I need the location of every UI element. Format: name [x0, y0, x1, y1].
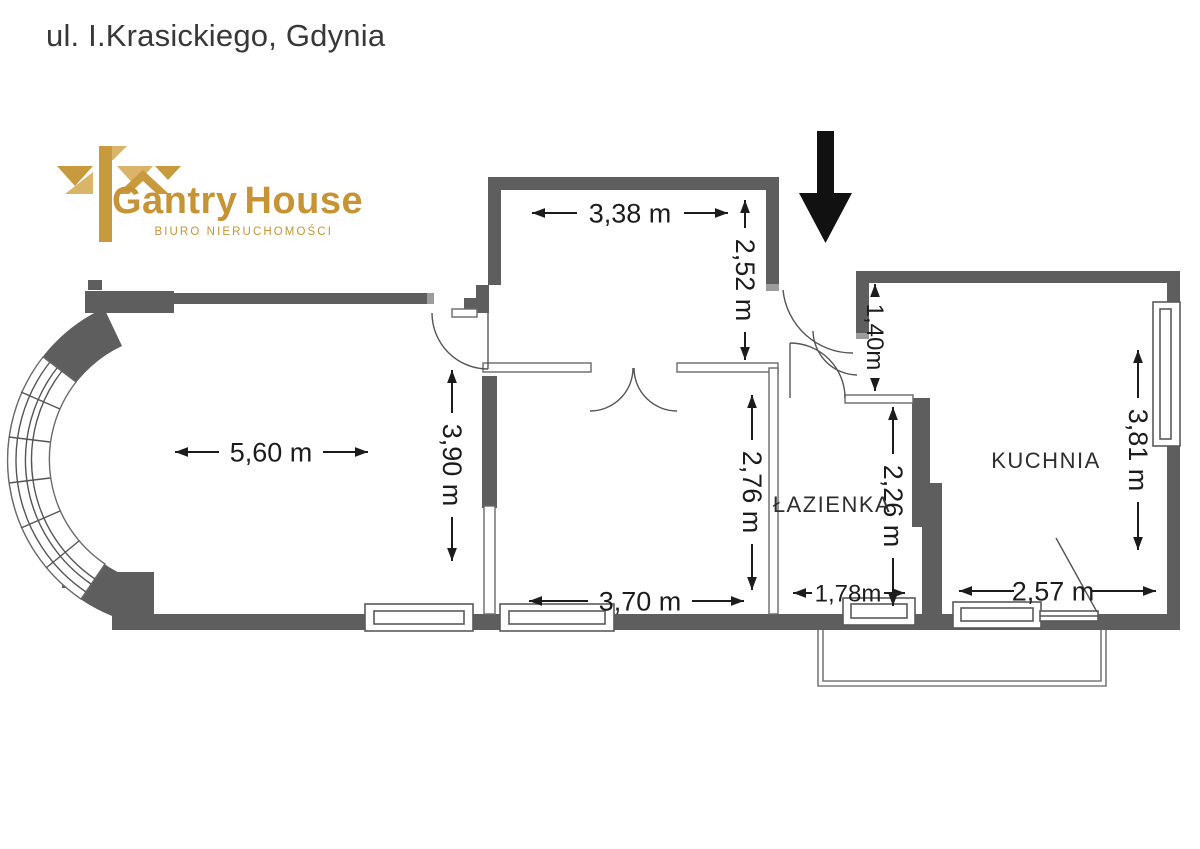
wall-notch: [88, 280, 102, 290]
window-middle-room: [499, 603, 615, 632]
dim-hall-depth: 2,52 m: [730, 239, 760, 322]
wall-segment: [476, 285, 489, 313]
page-title: ul. I.Krasickiego, Gdynia: [46, 18, 386, 53]
partition: [482, 362, 592, 373]
wall-segment: [85, 291, 174, 313]
dim-bathroom-width: 1,78m: [815, 581, 882, 608]
door-bathroom: [789, 342, 846, 399]
door-double-middle: [589, 367, 678, 412]
window-bathroom: [842, 597, 916, 626]
wall-segment: [172, 293, 434, 304]
door-balcony-leaf: [1055, 537, 1098, 613]
partition-walls: [451, 308, 914, 615]
balcony: [817, 623, 1107, 687]
chimney-wall: [912, 398, 942, 614]
wall-segment: [766, 177, 779, 284]
dim-hall-width: 3,38 m: [589, 199, 672, 229]
window-living: [364, 603, 474, 632]
wall-cap: [766, 284, 779, 291]
window-kitchen-right: [1152, 301, 1181, 447]
room-label-bathroom: ŁAZIENKA: [773, 492, 891, 517]
wall-cap: [427, 293, 434, 304]
gantry-house-logo-icon: [57, 146, 181, 242]
dim-living-width: 5,60 m: [230, 438, 313, 468]
dim-middle-room-width: 3,70 m: [599, 587, 682, 617]
dim-kitchen-width: 2,57 m: [1012, 577, 1095, 607]
room-label-kitchen: KUCHNIA: [991, 448, 1101, 473]
partition: [768, 367, 779, 615]
logo-tagline: BIURO NIERUCHOMOŚCI: [154, 226, 333, 238]
partition: [844, 394, 914, 404]
logo-brand-part2: House: [244, 180, 364, 222]
dim-middle-room-depth: 2,76 m: [737, 451, 767, 534]
dim-living-depth: 3,90 m: [437, 424, 467, 507]
partition: [676, 362, 779, 373]
doors: [431, 289, 1098, 613]
logo-brand-part1: Gantry: [112, 180, 238, 222]
partition: [483, 505, 496, 615]
balcony-door-threshold: [1039, 610, 1099, 622]
wall-segment: [488, 177, 501, 285]
dim-kitchen-depth: 3,81 m: [1123, 409, 1153, 492]
door-entrance: [782, 289, 854, 354]
walls: [7, 177, 1180, 630]
bay-window: [6, 356, 106, 600]
room-labels: ŁAZIENKA KUCHNIA: [773, 448, 1101, 517]
wall-segment: [856, 271, 1180, 283]
wall-segment: [488, 177, 779, 190]
windows: [364, 301, 1181, 632]
wall-segment: [856, 271, 869, 333]
dimensions: 3,38 m 2,52 m 1,40m 3,81 m 5,60 m 3,90 m: [175, 199, 1156, 617]
wall-segment: [482, 376, 497, 508]
wall-cap: [856, 333, 869, 339]
dim-entry-niche: 1,40m: [861, 304, 888, 371]
door-kitchen: [812, 330, 858, 376]
partition: [451, 308, 478, 318]
dim-bathroom-depth: 2,26 m: [878, 465, 908, 548]
door-living: [431, 312, 489, 370]
entrance-arrow-icon: [799, 131, 852, 243]
